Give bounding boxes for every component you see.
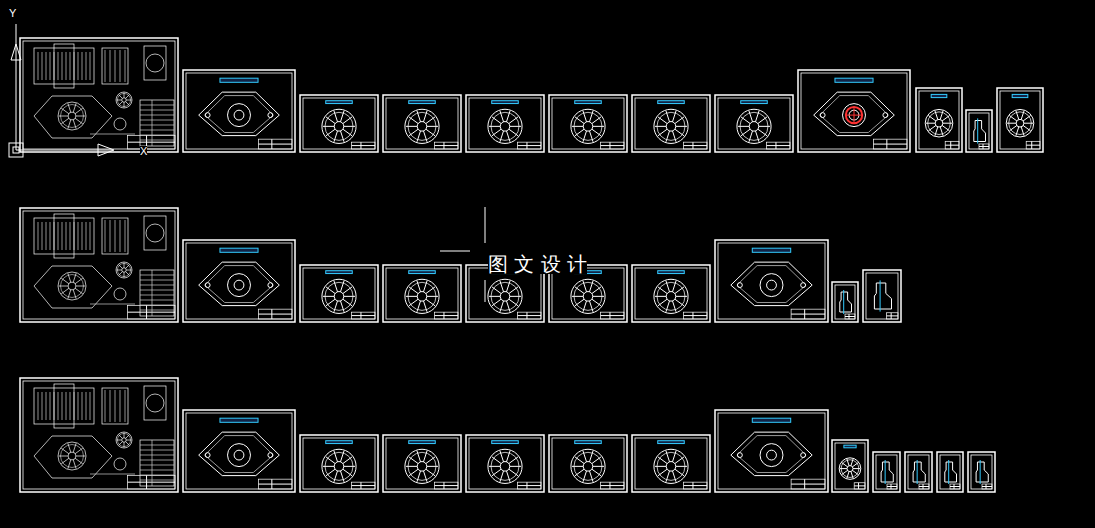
drawing-sheet bbox=[383, 265, 461, 322]
drawing-sheet bbox=[183, 70, 295, 152]
drawing-sheet bbox=[183, 240, 295, 322]
axis-label: X bbox=[140, 146, 147, 157]
drawing-sheet bbox=[632, 435, 710, 492]
drawing-sheet bbox=[300, 265, 378, 322]
drawing-sheet bbox=[715, 240, 828, 322]
drawing-sheet bbox=[300, 435, 378, 492]
ucs-icon bbox=[9, 24, 114, 157]
drawing-sheet bbox=[937, 452, 963, 492]
drawing-sheet bbox=[966, 110, 992, 152]
axis-label: Y bbox=[9, 8, 16, 19]
drawing-sheet bbox=[997, 88, 1043, 152]
drawing-sheet bbox=[715, 410, 828, 492]
drawing-sheet bbox=[632, 265, 710, 322]
drawing-sheet bbox=[383, 95, 461, 152]
drawing-sheet bbox=[549, 435, 627, 492]
drawing-sheet bbox=[905, 452, 932, 492]
drawing-sheet bbox=[183, 410, 295, 492]
drawing-sheet bbox=[20, 208, 178, 322]
drawing-sheet bbox=[916, 88, 962, 152]
drawing-sheet bbox=[383, 435, 461, 492]
drawing-sheet bbox=[715, 95, 793, 152]
drawing-sheet bbox=[798, 70, 910, 152]
drawing-sheet bbox=[466, 435, 544, 492]
drawing-sheet bbox=[832, 440, 868, 492]
cursor-crosshair bbox=[440, 207, 485, 302]
drawing-sheet bbox=[863, 270, 901, 322]
drawing-sheet bbox=[632, 95, 710, 152]
drawing-sheet bbox=[20, 38, 178, 152]
drawing-sheet bbox=[832, 282, 858, 322]
watermark: 图 文 设 计 bbox=[488, 254, 587, 274]
drawing-sheet bbox=[20, 378, 178, 492]
drawing-sheet bbox=[968, 452, 995, 492]
drawing-sheet bbox=[300, 95, 378, 152]
drawing-sheet bbox=[873, 452, 900, 492]
drawing-sheet bbox=[549, 95, 627, 152]
drawing-sheet bbox=[466, 95, 544, 152]
